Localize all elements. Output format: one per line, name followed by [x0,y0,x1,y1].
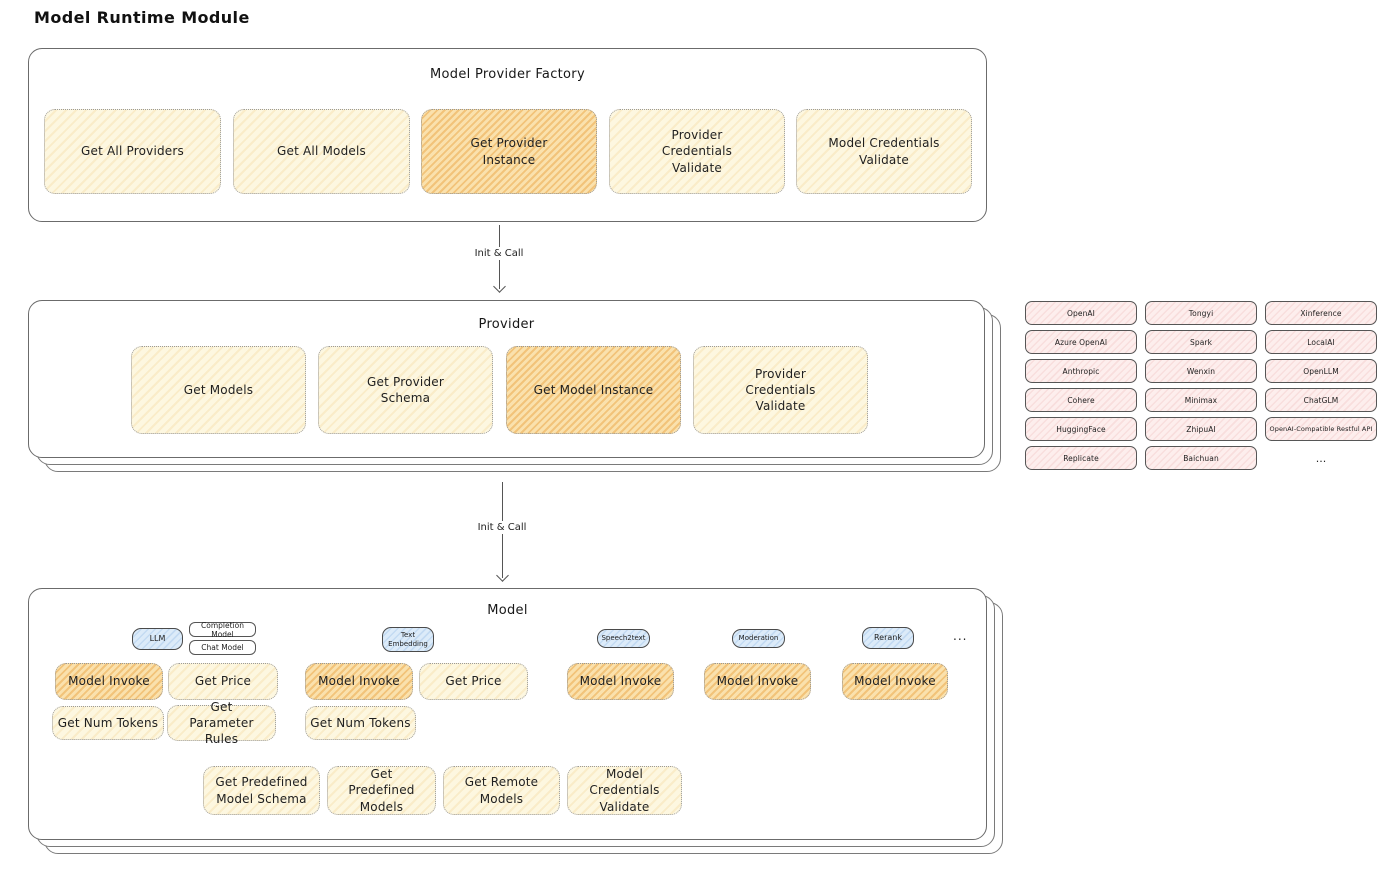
provider-item-localai: LocalAI [1265,330,1377,354]
provider-item-baichuan: Baichuan [1145,446,1257,470]
page-title: Model Runtime Module [34,8,250,27]
factory-box-model-credentials-validate: Model Credentials Validate [796,109,972,194]
model-box-embedding-model-invoke: Model Invoke [305,663,413,700]
arrow-label-init-call-1: Init & Call [468,247,530,260]
model-box-moderation-model-invoke: Model Invoke [704,663,811,700]
model-box-rerank-model-invoke: Model Invoke [842,663,948,700]
model-box-get-predefined-models: Get Predefined Models [327,766,436,815]
model-tab-completion-model: Completion Model [189,621,256,639]
provider-item-xinference: Xinference [1265,301,1377,325]
model-tab-text-embedding: Text Embedding [382,627,434,652]
model-box-get-predefined-model-schema: Get Predefined Model Schema [203,766,320,815]
provider-box-get-provider-schema: Get Provider Schema [318,346,493,434]
provider-item-wenxin: Wenxin [1145,359,1257,383]
provider-item-replicate: Replicate [1025,446,1137,470]
provider-item-huggingface: HuggingFace [1025,417,1137,441]
model-box-llm-get-parameter-rules: Get Parameter Rules [167,700,276,746]
provider-section: Provider Get Models Get Provider Schema … [28,300,985,458]
model-box-llm-get-num-tokens: Get Num Tokens [52,706,164,740]
model-section: Model LLM Completion Model Chat Model Te… [28,588,987,840]
model-tab-speech2text: Speech2text [597,629,650,648]
factory-box-get-all-models: Get All Models [233,109,410,194]
factory-title: Model Provider Factory [430,67,585,82]
provider-item-spark: Spark [1145,330,1257,354]
provider-item-minimax: Minimax [1145,388,1257,412]
provider-box-get-models: Get Models [131,346,306,434]
arrow-down-icon [492,280,506,293]
model-tab-moderation: Moderation [732,629,785,648]
provider-item-cohere: Cohere [1025,388,1137,412]
provider-item-zhipuai: ZhipuAI [1145,417,1257,441]
provider-item-openai-compatible: OpenAI-Compatible Restful API [1265,417,1377,441]
model-tab-chat-model: Chat Model [189,640,256,655]
model-tab-rerank: Rerank [862,627,914,649]
factory-box-get-provider-instance: Get Provider Instance [421,109,597,194]
provider-item-openllm: OpenLLM [1265,359,1377,383]
provider-box-get-model-instance: Get Model Instance [506,346,681,434]
factory-box-get-all-providers: Get All Providers [44,109,221,194]
model-title: Model [487,603,528,618]
model-box-llm-model-invoke: Model Invoke [55,663,163,700]
provider-item-chatglm: ChatGLM [1265,388,1377,412]
factory-box-provider-credentials-validate: Provider Credentials Validate [609,109,785,194]
model-tabs-more-ellipsis: ... [953,629,968,643]
provider-title: Provider [478,317,535,332]
model-box-llm-get-price: Get Price [168,663,278,700]
provider-box-provider-credentials-validate: Provider Credentials Validate [693,346,868,434]
providers-more-ellipsis: ... [1315,451,1327,465]
model-box-embedding-get-num-tokens: Get Num Tokens [305,706,416,740]
model-box-speech2text-model-invoke: Model Invoke [567,663,674,700]
factory-section: Model Provider Factory Get All Providers… [28,48,987,222]
arrow-label-init-call-2: Init & Call [471,521,533,534]
model-box-get-remote-models: Get Remote Models [443,766,560,815]
arrow-down-icon [495,569,509,582]
model-box-embedding-get-price: Get Price [419,663,528,700]
model-tab-llm: LLM [132,628,183,650]
providers-list: OpenAI Tongyi Xinference Azure OpenAI Sp… [1025,301,1377,470]
provider-item-openai: OpenAI [1025,301,1137,325]
provider-item-anthropic: Anthropic [1025,359,1137,383]
provider-item-azure-openai: Azure OpenAI [1025,330,1137,354]
provider-item-tongyi: Tongyi [1145,301,1257,325]
model-box-model-credentials-validate: Model Credentials Validate [567,766,682,815]
